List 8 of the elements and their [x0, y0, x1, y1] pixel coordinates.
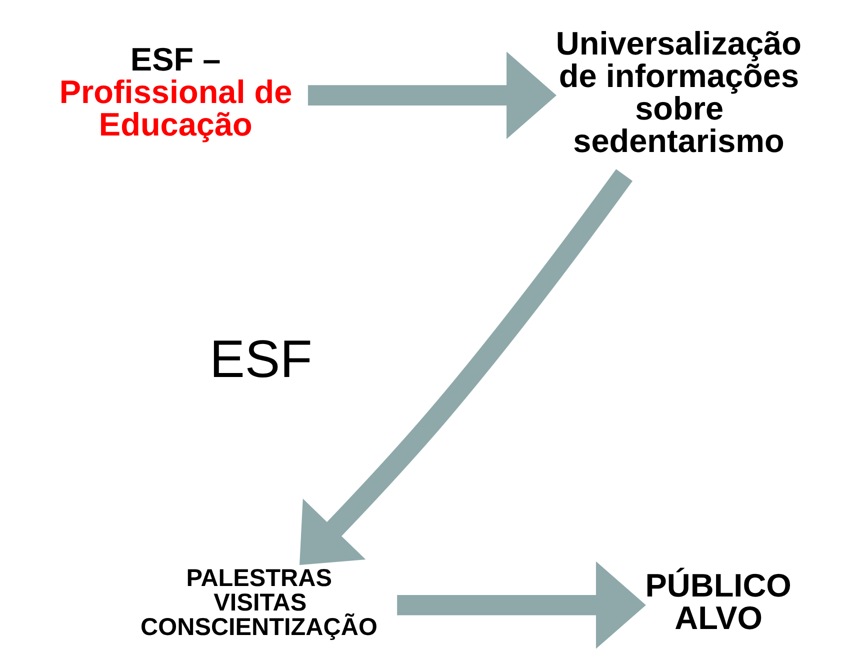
node-text: PALESTRAS VISITAS CONSCIENTIZAÇÃO [140, 565, 378, 641]
arrow [300, 169, 633, 565]
label: ESF [210, 330, 312, 390]
node-text: Universalização de informações sobre sedentarismo [556, 25, 802, 159]
node-text: PÚBLICO ALVO [645, 568, 792, 636]
node-text: ESF – Profissional de Educação [59, 42, 292, 143]
arrow [308, 52, 556, 140]
arrow [397, 561, 646, 649]
